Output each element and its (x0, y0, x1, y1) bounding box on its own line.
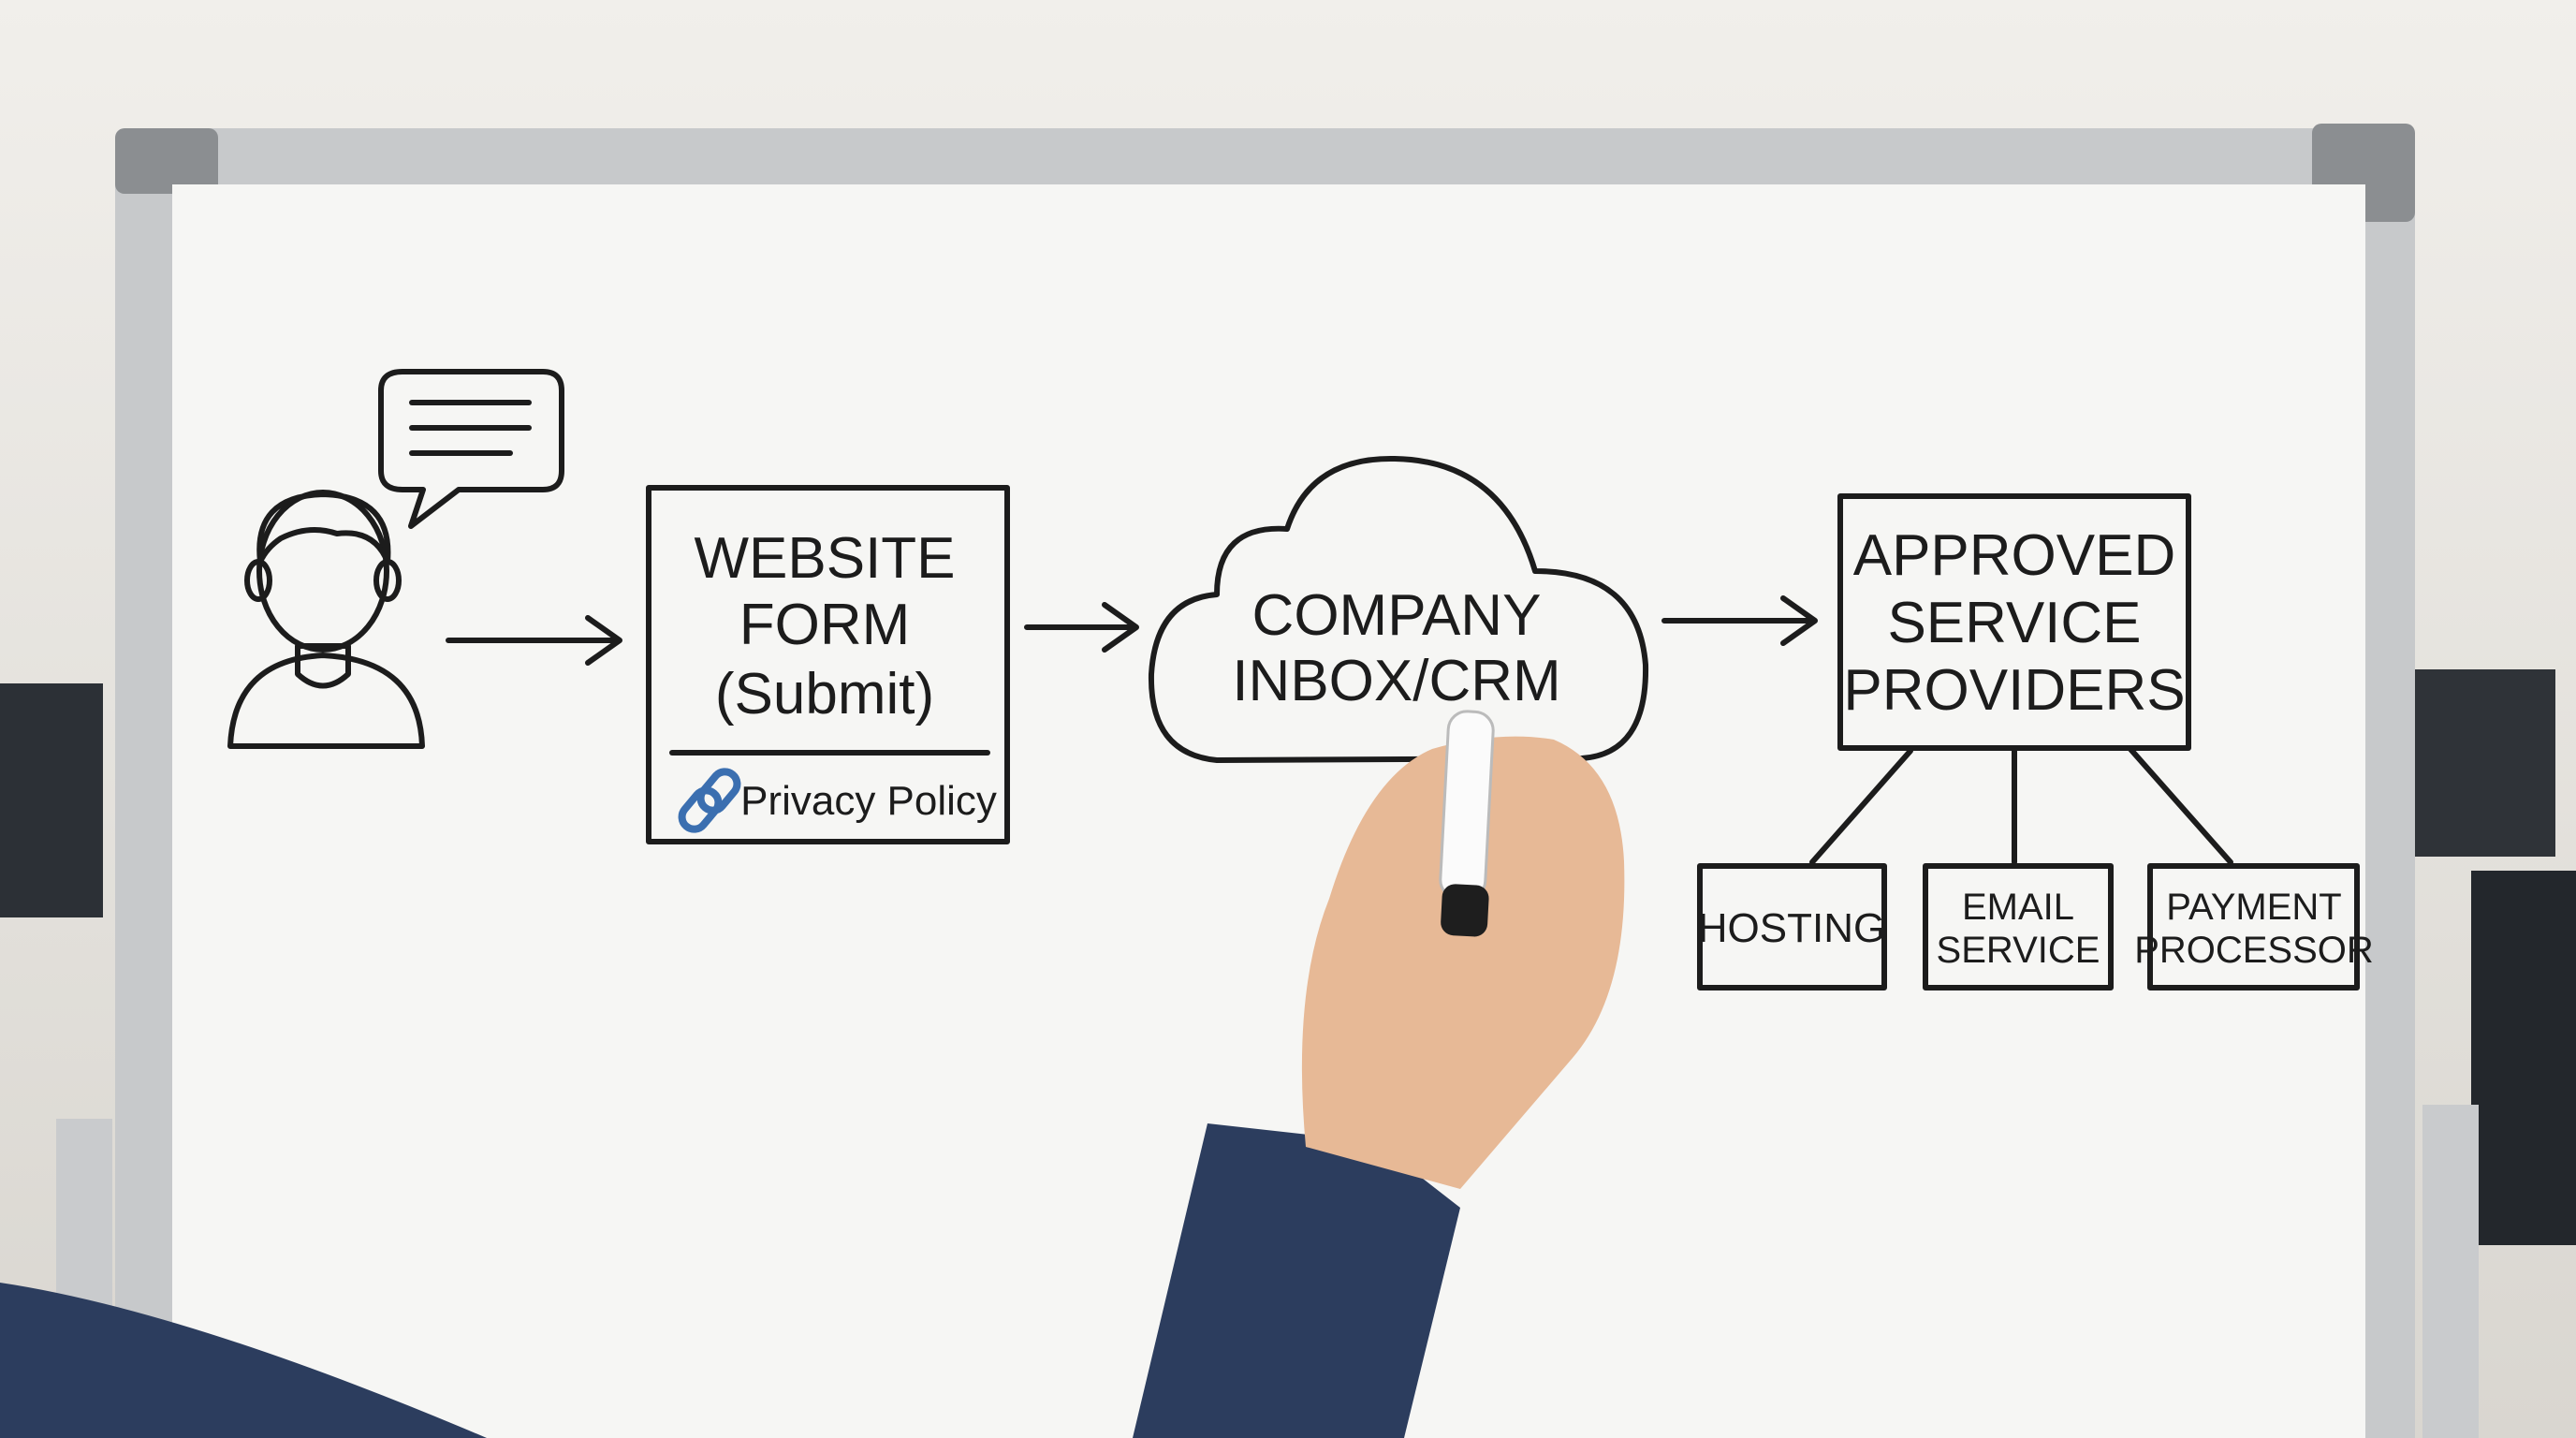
payment-line-2: PROCESSOR (2134, 930, 2374, 971)
company-line-2: INBOX/CRM (1232, 649, 1560, 713)
providers-line-1: APPROVED (1853, 523, 2176, 588)
form-line-2: FORM (739, 593, 911, 657)
providers-line-3: PROVIDERS (1843, 658, 2185, 723)
privacy-policy-link[interactable]: Privacy Policy (740, 778, 997, 824)
form-line-1: WEBSITE (694, 526, 955, 591)
arrow-company-to-providers (1661, 595, 1818, 646)
form-line-3: (Submit) (715, 662, 934, 726)
marker (1439, 710, 1495, 901)
email-line-1: EMAIL (1962, 887, 2074, 928)
second-arm (0, 1283, 487, 1438)
approved-providers-box: APPROVED SERVICE PROVIDERS (1837, 493, 2191, 751)
payment-line-1: PAYMENT (2166, 887, 2341, 928)
link-icon (678, 768, 741, 833)
hosting-box: HOSTING (1697, 863, 1887, 990)
email-line-2: SERVICE (1937, 930, 2100, 971)
background-monitor (0, 683, 103, 917)
speech-bubble-icon (378, 369, 564, 529)
whiteboard-leg (2422, 1105, 2479, 1438)
connector-hosting (1809, 748, 1913, 865)
website-form-box: WEBSITE FORM (Submit) Privacy Policy (646, 485, 1010, 844)
connector-payment (2127, 745, 2233, 865)
arrow-form-to-company (1024, 602, 1139, 653)
frame-corner (115, 128, 218, 194)
email-service-box: EMAIL SERVICE (1923, 863, 2114, 990)
background-monitor (2415, 669, 2555, 857)
background-chair (2471, 871, 2576, 1245)
hosting-label: HOSTING (1698, 905, 1885, 951)
company-line-1: COMPANY (1252, 583, 1542, 648)
arrow-user-to-form (446, 615, 622, 666)
providers-line-2: SERVICE (1887, 591, 2141, 655)
hand-with-marker (0, 710, 1625, 1438)
company-cloud: COMPANY INBOX/CRM (1148, 455, 1649, 763)
payment-processor-box: PAYMENT PROCESSOR (2134, 863, 2374, 990)
person-icon (227, 490, 425, 749)
